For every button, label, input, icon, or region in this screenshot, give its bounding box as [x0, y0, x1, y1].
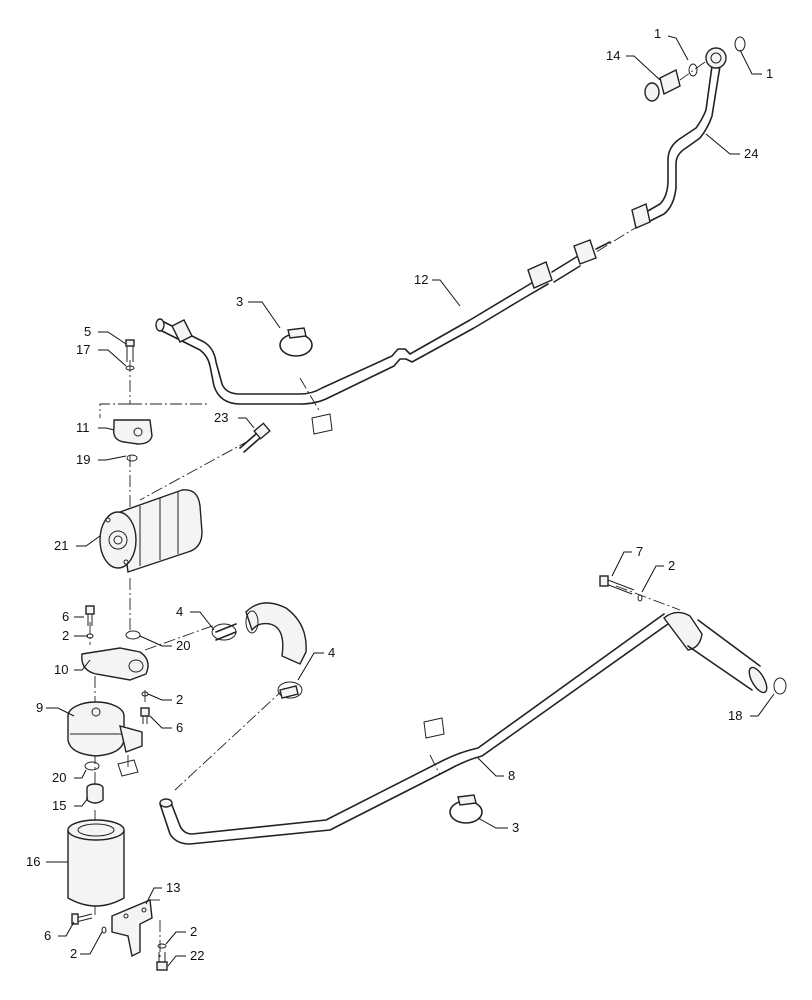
bolt-5 — [125, 339, 135, 371]
bolt-23 — [239, 422, 271, 453]
callout-5: 5 — [84, 324, 91, 339]
callout-12: 12 — [414, 272, 428, 287]
callout-11: 11 — [76, 420, 90, 435]
callout-19: 19 — [76, 452, 90, 467]
filter-head-9 — [67, 701, 143, 757]
o-ring-20 — [84, 761, 100, 771]
callout-10: 10 — [54, 662, 68, 677]
callout-20-lower: 20 — [52, 770, 66, 785]
hose-elbow — [211, 602, 307, 699]
callout-15: 15 — [52, 798, 66, 813]
tube-12 — [155, 239, 611, 405]
callout-2-right: 2 — [668, 558, 675, 573]
callout-18: 18 — [728, 708, 742, 723]
callout-2-middle: 2 — [176, 692, 183, 707]
pump-21 — [99, 489, 203, 640]
clamp-3-upper — [279, 327, 313, 357]
callout-17: 17 — [76, 342, 90, 357]
callout-9: 9 — [36, 700, 43, 715]
callout-6-lower: 6 — [44, 928, 51, 943]
callout-labels: 1 1 14 24 12 3 5 17 23 11 19 21 6 2 4 20… — [26, 26, 773, 963]
callout-6-middle: 6 — [176, 720, 183, 735]
filter-element-16 — [67, 819, 125, 907]
callout-7: 7 — [636, 544, 643, 559]
callout-3-upper: 3 — [236, 294, 243, 309]
callout-6-upper: 6 — [62, 609, 69, 624]
callout-1-upper: 1 — [654, 26, 661, 41]
callout-1-right: 1 — [766, 66, 773, 81]
callout-14: 14 — [606, 48, 620, 63]
bolt-22 — [156, 943, 168, 971]
plate-small — [117, 759, 139, 777]
tag-upper — [311, 413, 333, 435]
bolt-7 — [599, 575, 643, 602]
callout-3-lower: 3 — [512, 820, 519, 835]
tube-8 — [159, 611, 787, 845]
leader-lines — [46, 35, 775, 967]
callout-21: 21 — [54, 538, 68, 553]
pipe-24 — [631, 36, 746, 229]
bracket-11 — [113, 419, 153, 462]
bracket-13 — [111, 898, 153, 958]
callout-16: 16 — [26, 854, 40, 869]
callout-8: 8 — [508, 768, 515, 783]
callout-20-upper: 20 — [176, 638, 190, 653]
callout-24: 24 — [744, 146, 758, 161]
tag-lower — [423, 717, 445, 739]
callout-23: 23 — [214, 410, 228, 425]
callout-22: 22 — [190, 948, 204, 963]
callout-4-upper: 4 — [176, 604, 183, 619]
callout-4-lower: 4 — [328, 645, 335, 660]
callout-13: 13 — [166, 880, 180, 895]
clamp-3-lower — [449, 794, 483, 824]
callout-2-lower-left: 2 — [70, 946, 77, 961]
callout-2-upper: 2 — [62, 628, 69, 643]
callout-2-lower-right: 2 — [190, 924, 197, 939]
bolt-6-lower — [71, 913, 107, 934]
elbow-10 — [81, 647, 149, 681]
nipple-15 — [86, 783, 104, 804]
